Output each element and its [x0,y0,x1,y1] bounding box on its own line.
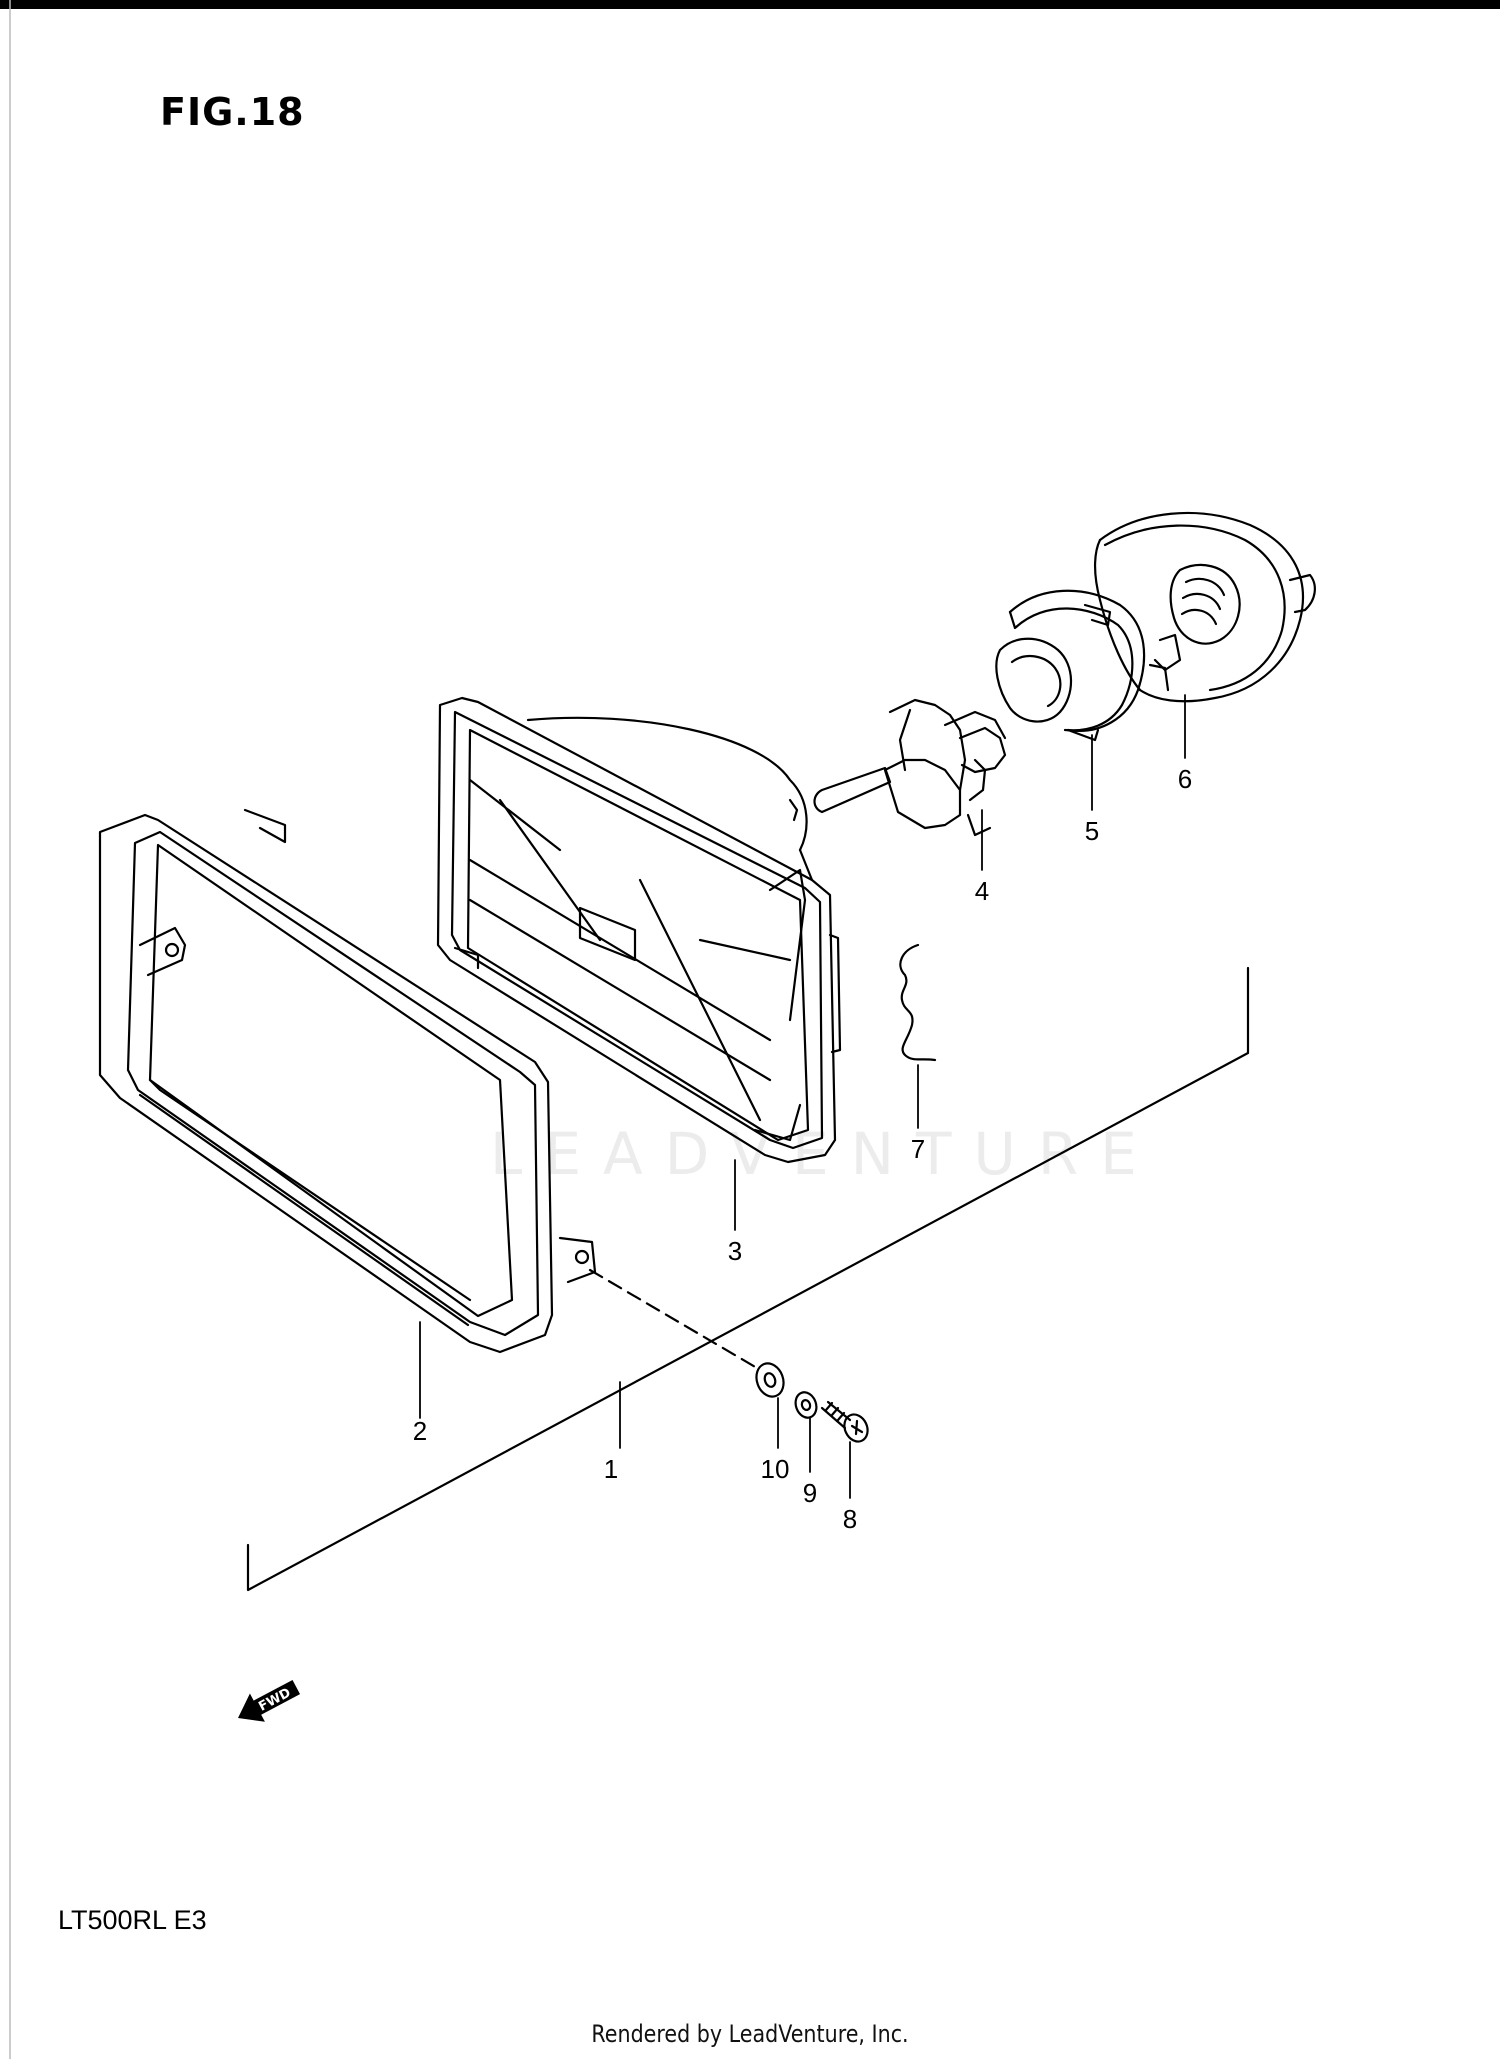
socket-housing [1094,511,1316,703]
figure-title: FIG.18 [160,90,305,134]
model-label: LT500RL E3 [58,1905,207,1935]
callout-labels: 1 2 3 4 5 6 7 8 9 10 [413,764,1192,1534]
lock-washer [794,1391,818,1419]
screw [820,1400,869,1443]
leader-lines [419,694,1186,1499]
hardware-axis [588,1268,759,1370]
callout-7: 7 [911,1134,925,1164]
callout-6: 6 [1178,764,1192,794]
top-border [0,0,1500,9]
callout-3: 3 [728,1236,742,1266]
callout-1: 1 [604,1454,618,1484]
callout-9: 9 [803,1478,817,1508]
wire-clip [899,943,937,1062]
bulb-retainer [995,589,1146,742]
callout-2: 2 [413,1416,427,1446]
watermark: LEADVENTURE [490,1120,1159,1188]
callout-10: 10 [761,1454,790,1484]
assembly-bracket [246,966,1250,1592]
callout-5: 5 [1085,816,1099,846]
washer [755,1362,785,1398]
callout-4: 4 [975,876,989,906]
headlight-rim [98,808,597,1354]
callout-8: 8 [843,1504,857,1534]
fwd-arrow-icon: FWD [238,1679,301,1722]
bulb [813,698,1007,837]
headlight-unit [436,696,842,1164]
render-credit: Rendered by LeadVenture, Inc. [591,2020,909,2048]
